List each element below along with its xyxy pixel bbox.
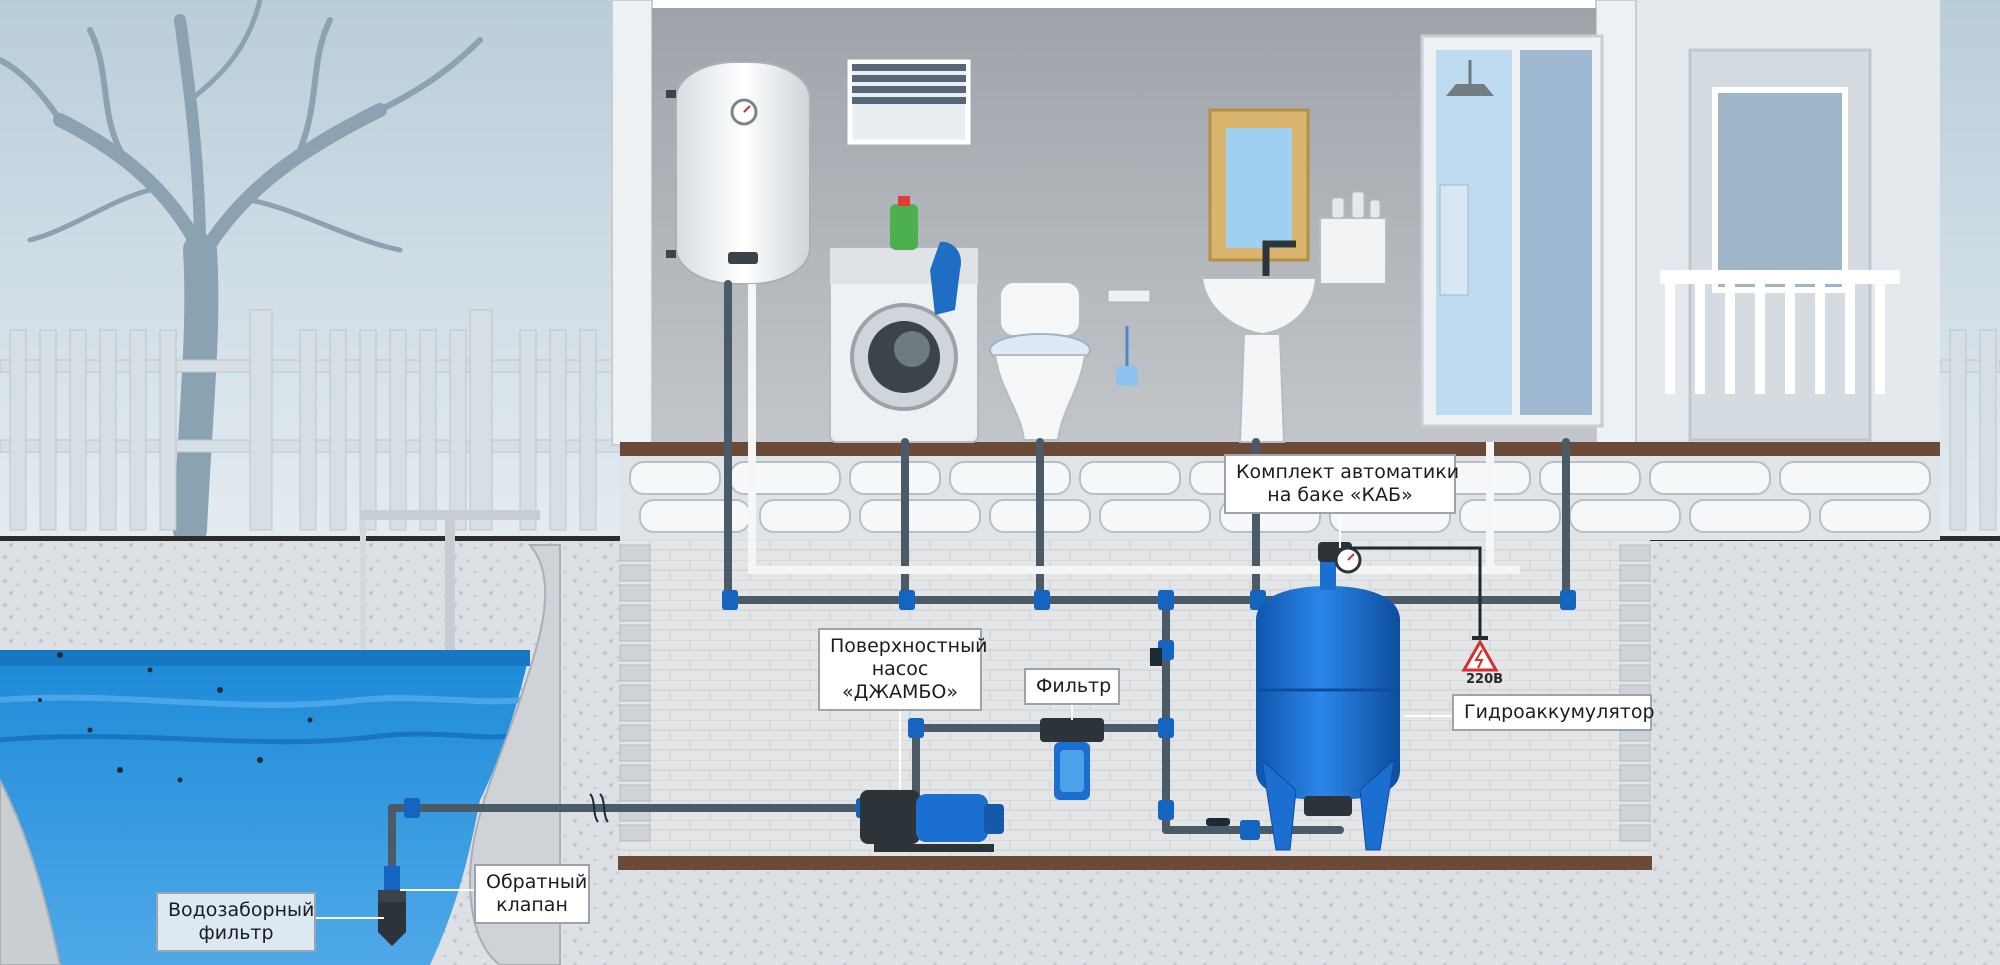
pressure-gauge-icon <box>1318 542 1362 574</box>
automation-kit-line1: Комплект автоматики <box>1236 461 1460 483</box>
pump-icon <box>860 790 1004 852</box>
automation-kit-label: Комплект автоматики на баке «КАБ» <box>1224 454 1460 514</box>
intake-filter-line1: Водозаборный <box>168 899 315 921</box>
voltage-label: 220В <box>1466 672 1504 687</box>
floor-beam <box>620 442 1940 456</box>
accumulator-label-text: Гидроаккумулятор <box>1464 701 1655 723</box>
check-valve-label: Обратный клапан <box>474 864 590 924</box>
filter-label: Фильтр <box>1024 668 1120 705</box>
water-heater-icon <box>666 61 811 285</box>
surface-pump-line3: «ДЖАМБО» <box>842 681 958 703</box>
accumulator-label: Гидроаккумулятор <box>1452 694 1655 731</box>
surface-pump-label: Поверхностный насос «ДЖАМБО» <box>818 628 988 711</box>
check-valve-line2: клапан <box>496 894 568 916</box>
accumulator-tank <box>1256 560 1400 851</box>
washing-machine-icon <box>829 196 979 443</box>
filter-label-text: Фильтр <box>1036 675 1112 697</box>
fence-icon <box>0 309 2000 531</box>
automation-kit-line2: на баке «КАБ» <box>1267 484 1413 506</box>
electric-wire <box>1350 546 1482 638</box>
porch <box>1630 0 1940 442</box>
electric-hazard-icon <box>1461 638 1499 672</box>
tree-icon <box>0 0 483 547</box>
basement-floor-beam <box>618 856 1652 870</box>
surface-pump-line2: насос <box>871 658 929 680</box>
sink-icon <box>1200 108 1387 443</box>
toilet-icon <box>989 281 1151 441</box>
window-blinds <box>847 59 971 145</box>
intake-filter-label: Водозаборный фильтр <box>156 892 316 952</box>
surface-pump-line1: Поверхностный <box>830 635 988 657</box>
intake-filter-line2: фильтр <box>198 922 274 944</box>
shower-cabin-icon <box>1420 34 1604 428</box>
filter-icon <box>1040 718 1104 800</box>
intake-filter-icon <box>378 866 406 946</box>
check-valve-line1: Обратный <box>486 871 588 893</box>
